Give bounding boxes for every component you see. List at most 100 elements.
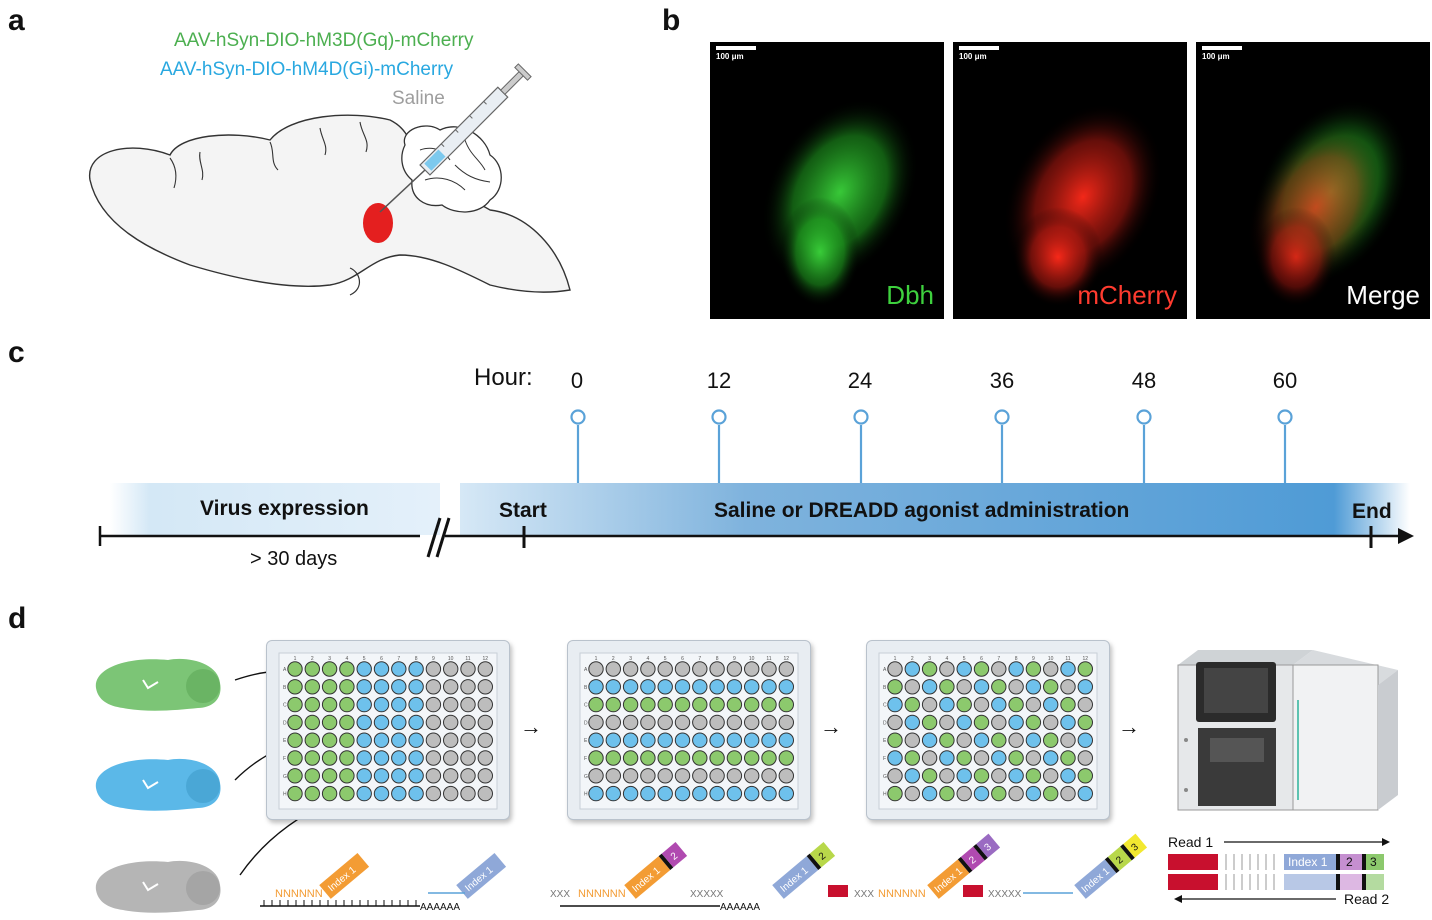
administration-bar xyxy=(460,483,1410,535)
plate-well xyxy=(477,785,494,802)
plate-well xyxy=(778,679,795,695)
plate-well xyxy=(356,750,372,766)
plate-well xyxy=(778,768,795,784)
plate-well xyxy=(356,714,372,731)
plate-row-letter: C xyxy=(584,703,588,709)
plate-well xyxy=(477,750,494,766)
plate-well xyxy=(588,679,604,695)
plate-column-number: 6 xyxy=(980,656,983,662)
plate-well xyxy=(339,750,355,766)
plate-well xyxy=(640,679,656,695)
plate-column-number: 12 xyxy=(1083,656,1089,662)
plate-well xyxy=(304,768,320,784)
plate-well xyxy=(622,679,639,695)
plate-well xyxy=(425,785,442,802)
read1-label: Read 1 xyxy=(1168,834,1214,850)
arrow-icon: → xyxy=(520,714,542,739)
plate-well xyxy=(674,768,691,784)
plate-well xyxy=(657,714,673,731)
plate-well xyxy=(460,714,476,731)
brain-icon-green xyxy=(95,658,221,711)
plate-column-number: 1 xyxy=(894,656,897,662)
plate-well xyxy=(761,768,777,784)
plate-well xyxy=(939,732,955,748)
plate-well xyxy=(1008,768,1024,784)
plate-well xyxy=(605,768,621,784)
plate-well xyxy=(640,661,656,677)
plate-well xyxy=(1008,732,1024,748)
plate-well xyxy=(674,661,691,677)
plate-well xyxy=(744,750,760,766)
plate-row-letter: C xyxy=(883,703,887,709)
plate-well xyxy=(339,714,355,731)
plate-column-number: 8 xyxy=(716,656,719,662)
plate-well xyxy=(356,732,372,748)
plate-well xyxy=(640,696,656,713)
plate-well xyxy=(460,768,476,784)
plate-column-number: 3 xyxy=(629,656,632,662)
end-label: End xyxy=(1352,500,1392,523)
plate-well xyxy=(321,679,338,695)
plate-well xyxy=(588,768,604,784)
plate-well xyxy=(692,768,708,784)
plate-well xyxy=(973,661,990,677)
plate-well xyxy=(287,661,303,677)
plate-well xyxy=(391,732,407,748)
plate-row-letter: A xyxy=(584,667,588,673)
plate-well xyxy=(304,750,320,766)
plate-well xyxy=(726,785,743,802)
plate-well xyxy=(1025,714,1042,731)
plate-column-number: 5 xyxy=(363,656,366,662)
plate-well xyxy=(425,661,442,677)
plate-column-number: 7 xyxy=(997,656,1000,662)
plate-well xyxy=(939,679,955,695)
plate-column-number: 4 xyxy=(346,656,349,662)
micrograph-label-mcherry: mCherry xyxy=(1077,280,1177,310)
plate-well xyxy=(973,679,990,695)
plate-well xyxy=(904,768,920,784)
index1-label: Index 1 xyxy=(1288,855,1328,869)
plate-column-number: 10 xyxy=(749,656,755,662)
micrograph-label-dbh: Dbh xyxy=(886,280,934,310)
plate-well xyxy=(973,714,990,731)
xxxxx-label: XXXXX xyxy=(690,889,724,900)
plate-well xyxy=(956,696,972,713)
plate-well xyxy=(425,750,442,766)
plate-well xyxy=(304,679,320,695)
plate-well xyxy=(956,785,972,802)
plate-row-letter: F xyxy=(883,756,886,762)
plate-column-number: 2 xyxy=(311,656,314,662)
plate-well xyxy=(956,661,972,677)
construct-step3: XXX NNNNNN Index 1 2 3 XXXXX Index 1 2 3 xyxy=(828,833,1148,900)
plate-well xyxy=(709,732,725,748)
plate-well xyxy=(443,750,459,766)
plate-well xyxy=(921,679,938,695)
plate-well xyxy=(391,785,407,802)
plate-well xyxy=(674,732,691,748)
brain-icon-gray xyxy=(95,860,221,913)
plate-well xyxy=(304,732,320,748)
plate-well xyxy=(778,714,795,731)
plate-well xyxy=(622,661,639,677)
plate-well xyxy=(408,785,424,802)
plate-row-letter: B xyxy=(584,685,588,691)
plate-well xyxy=(1025,785,1042,802)
plate-well xyxy=(356,679,372,695)
plate-well xyxy=(622,785,639,802)
plate-row-letter: G xyxy=(283,774,287,780)
brain-icon-blue xyxy=(95,758,221,811)
plate-well xyxy=(339,696,355,713)
plate-well xyxy=(657,785,673,802)
construct-step1: NNNNNN Index 1 AAAAAA Index 1 xyxy=(260,852,507,913)
sequencer-icon xyxy=(1177,650,1398,811)
plate-well xyxy=(674,785,691,802)
plate-well xyxy=(1077,714,1094,731)
virus-expression-label: Virus expression xyxy=(200,497,369,520)
plate-well xyxy=(425,714,442,731)
plate-well xyxy=(460,679,476,695)
plate-well xyxy=(956,750,972,766)
polya-label: AAAAAA xyxy=(420,902,460,913)
index3-label: 3 xyxy=(983,841,995,853)
plate-well xyxy=(921,785,938,802)
